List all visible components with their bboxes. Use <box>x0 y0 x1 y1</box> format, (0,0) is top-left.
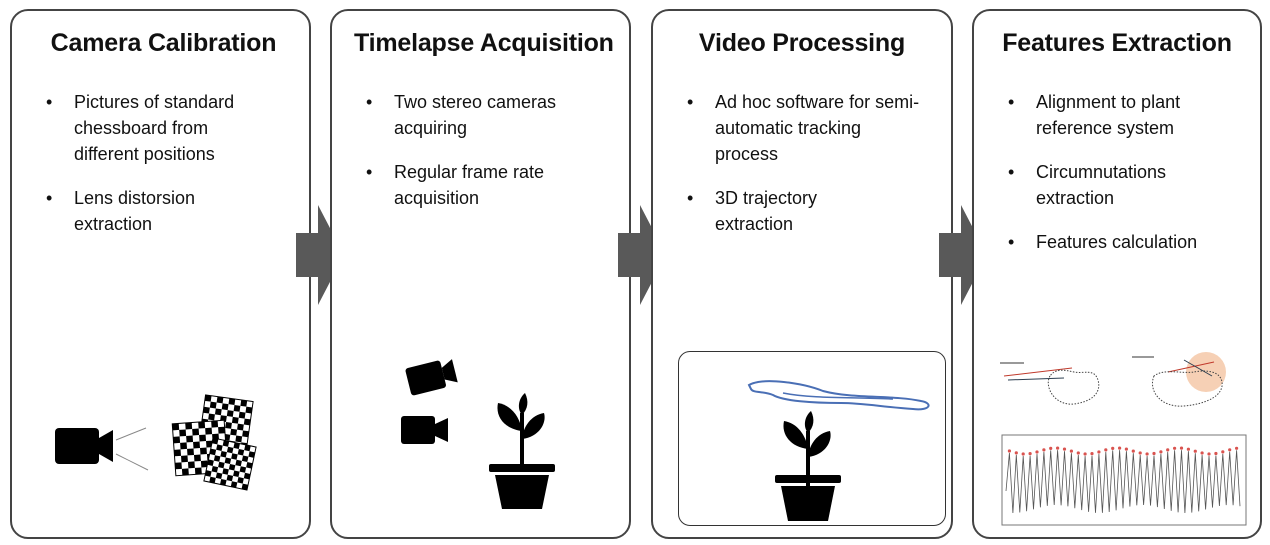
bullet-list: Two stereo cameras acquiring Regular fra… <box>366 89 606 229</box>
plant-pot-icon <box>775 411 841 521</box>
arrow-icon <box>939 205 987 305</box>
video-camera-icon <box>401 416 448 444</box>
panel-title: Features Extraction <box>1002 29 1232 57</box>
trajectory-thumbnail <box>1000 362 1100 405</box>
panel-timelapse-acquisition: Timelapse Acquisition Two stereo cameras… <box>330 9 631 539</box>
panel-title: Camera Calibration <box>50 29 277 57</box>
list-item: Alignment to plant reference system <box>1008 89 1246 141</box>
video-camera-icon <box>405 359 458 396</box>
arrow-icon <box>618 205 666 305</box>
list-item: Regular frame rate acquisition <box>366 159 584 211</box>
video-camera-icon <box>55 427 149 471</box>
list-item: 3D trajectory extraction <box>687 185 865 237</box>
panel-title: Video Processing <box>698 29 906 57</box>
panel-camera-calibration: Camera Calibration Pictures of standard … <box>10 9 311 539</box>
arrow-icon <box>296 205 344 305</box>
bullet-list: Pictures of standard chessboard from dif… <box>46 89 296 255</box>
bullet-list: Ad hoc software for semi-automatic track… <box>687 89 937 255</box>
panel-video-processing: Video Processing Ad hoc software for sem… <box>651 9 953 539</box>
list-item: Features calculation <box>1008 229 1236 255</box>
trajectory-icon <box>747 380 930 411</box>
panel-title: Timelapse Acquisition <box>354 29 614 57</box>
chessboard-icon <box>171 394 257 491</box>
list-item: Two stereo cameras acquiring <box>366 89 574 141</box>
list-item: Pictures of standard chessboard from dif… <box>46 89 270 167</box>
panel-features-extraction: Features Extraction Alignment to plant r… <box>972 9 1262 539</box>
oscillation-plot <box>1001 434 1247 526</box>
list-item: Circumnutations extraction <box>1008 159 1206 211</box>
bullet-list: Alignment to plant reference system Circ… <box>1008 89 1248 273</box>
trajectory-thumbnail <box>1132 352 1226 407</box>
list-item: Ad hoc software for semi-automatic track… <box>687 89 925 167</box>
video-frame <box>678 351 946 526</box>
list-item: Lens distorsion extraction <box>46 185 234 237</box>
plant-pot-icon <box>489 393 555 509</box>
